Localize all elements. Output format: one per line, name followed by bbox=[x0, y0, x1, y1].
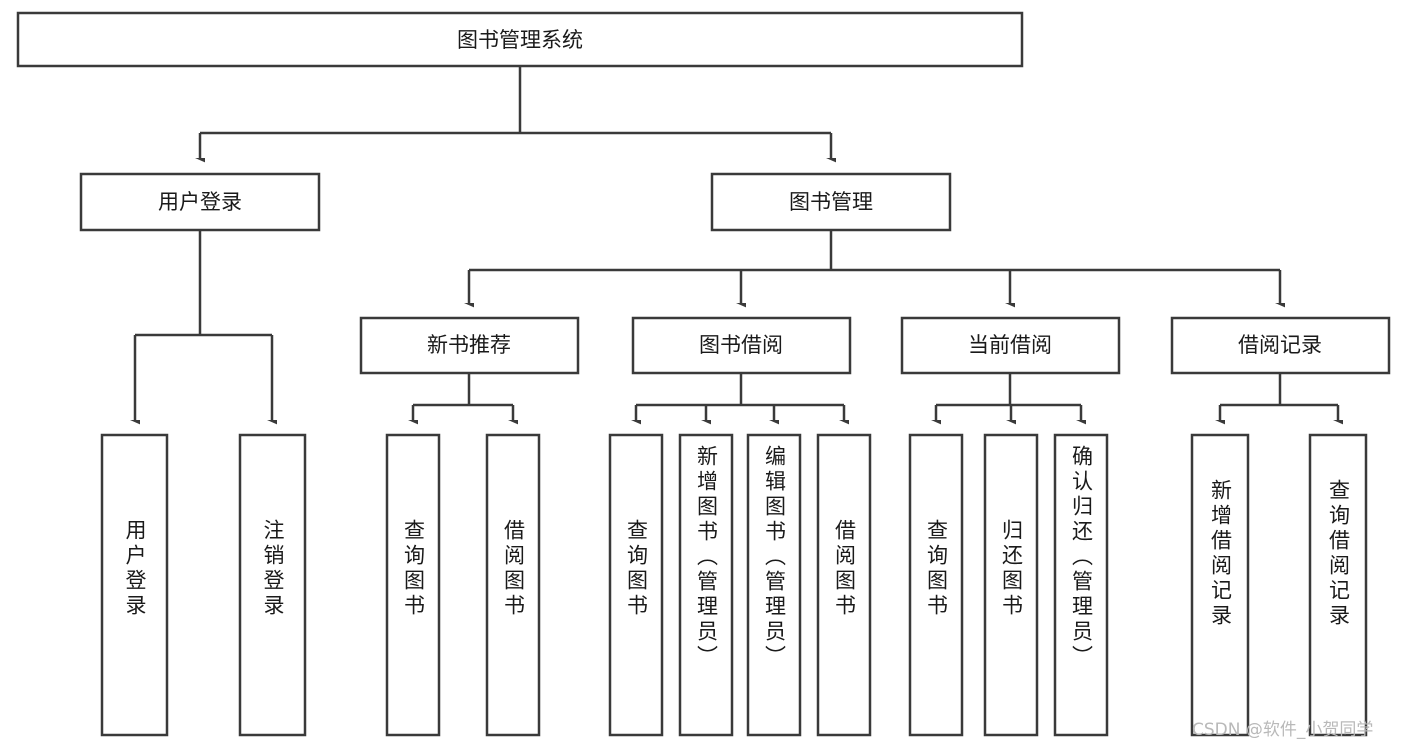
node-box-root[interactable] bbox=[16, 11, 1024, 68]
node-box-leaf-confirm-return[interactable] bbox=[1053, 433, 1109, 737]
node-box-leaf-user-login[interactable] bbox=[100, 433, 169, 737]
node-boxes: 图书管理系统 用户登录 图书管理 新书推荐 图书借阅 当前借阅 借阅记录 bbox=[16, 11, 1391, 737]
node-box-leaf-return-book[interactable] bbox=[983, 433, 1039, 737]
node-label-book-mgmt: 图书管理 bbox=[789, 190, 873, 214]
connectors-book-borrow-group bbox=[636, 373, 844, 420]
node-box-new-book-rec[interactable] bbox=[359, 316, 580, 375]
node-label-book-borrow: 图书借阅 bbox=[699, 333, 783, 357]
node-box-leaf-query-record[interactable] bbox=[1308, 433, 1368, 737]
node-box-book-borrow[interactable] bbox=[631, 316, 852, 375]
node-label-user-login: 用户登录 bbox=[158, 190, 242, 214]
connectors-new-book-rec-group bbox=[413, 373, 513, 420]
connectors-root-level bbox=[200, 66, 831, 158]
node-box-leaf-query-book-2[interactable] bbox=[608, 433, 664, 737]
node-label-current-borrow: 当前借阅 bbox=[968, 333, 1052, 357]
node-box-leaf-edit-book[interactable] bbox=[746, 433, 802, 737]
node-box-leaf-add-book[interactable] bbox=[678, 433, 734, 737]
node-box-leaf-query-book-1[interactable] bbox=[385, 433, 441, 737]
node-box-current-borrow[interactable] bbox=[900, 316, 1121, 375]
node-label-root: 图书管理系统 bbox=[457, 28, 583, 52]
node-box-leaf-logout[interactable] bbox=[238, 433, 307, 737]
connectors-user-login-group bbox=[135, 230, 272, 420]
node-box-book-mgmt[interactable] bbox=[710, 172, 952, 232]
node-box-leaf-borrow-book-2[interactable] bbox=[816, 433, 872, 737]
node-box-leaf-query-book-3[interactable] bbox=[908, 433, 964, 737]
node-box-leaf-borrow-book-1[interactable] bbox=[485, 433, 541, 737]
node-box-borrow-record[interactable] bbox=[1170, 316, 1391, 375]
connectors-book-mgmt-group bbox=[469, 230, 1280, 303]
node-box-user-login[interactable] bbox=[79, 172, 321, 232]
node-box-leaf-add-record[interactable] bbox=[1190, 433, 1250, 737]
node-label-borrow-record: 借阅记录 bbox=[1238, 333, 1322, 357]
node-label-new-book-rec: 新书推荐 bbox=[427, 333, 511, 357]
connectors-current-borrow-group bbox=[936, 373, 1081, 420]
connectors-borrow-record-group bbox=[1220, 373, 1338, 420]
